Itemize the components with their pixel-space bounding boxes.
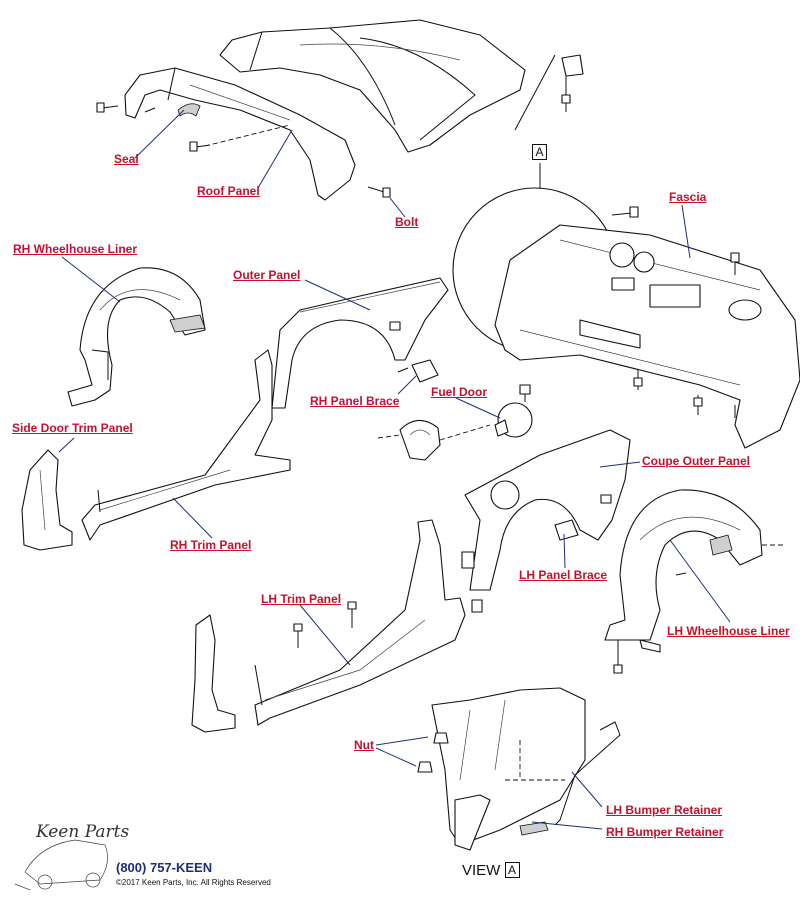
label-coupe-outer-panel[interactable]: Coupe Outer Panel [642, 454, 751, 468]
label-rh-wheelhouse-liner[interactable]: RH Wheelhouse Liner [13, 242, 138, 256]
label-lh-bumper-retainer[interactable]: LH Bumper Retainer [606, 803, 723, 817]
label-outer-panel[interactable]: Outer Panel [233, 268, 301, 282]
fuel-door-drawing [377, 384, 533, 461]
rh-panel-brace-drawing [397, 359, 439, 383]
label-rh-trim-panel[interactable]: RH Trim Panel [170, 538, 252, 552]
label-fascia[interactable]: Fascia [669, 190, 707, 204]
fascia-drawing [494, 224, 800, 449]
label-bolt[interactable]: Bolt [395, 215, 419, 229]
label-roof-panel[interactable]: Roof Panel [197, 184, 260, 198]
label-rh-panel-brace[interactable]: RH Panel Brace [310, 394, 400, 408]
label-side-door-trim-panel[interactable]: Side Door Trim Panel [12, 421, 133, 435]
side-door-trim-panel-drawing [21, 449, 73, 551]
label-nut[interactable]: Nut [354, 738, 374, 752]
rh-wheelhouse-liner-drawing [67, 267, 206, 407]
lh-panel-brace-drawing [554, 519, 579, 541]
roof-bolts-drawing [96, 102, 391, 198]
fascia-fasteners-drawing [611, 206, 740, 418]
copyright-text: ©2017 Keen Parts, Inc. All Rights Reserv… [116, 878, 271, 887]
label-lh-trim-panel[interactable]: LH Trim Panel [261, 592, 342, 606]
label-seal[interactable]: Seal [114, 152, 139, 166]
detail-a-marker: A [532, 144, 547, 160]
lh-wheelhouse-liner-drawing [604, 489, 785, 674]
coupe-outer-panel-drawing [464, 429, 631, 591]
roof-latch-drawing [514, 54, 584, 131]
keen-parts-logo: Keen Parts [36, 822, 130, 842]
logo-car-sketch [14, 839, 108, 891]
seal-drawing [177, 103, 201, 117]
label-fuel-door[interactable]: Fuel Door [431, 385, 487, 399]
label-lh-panel-brace[interactable]: LH Panel Brace [519, 568, 608, 582]
rh-trim-panel-drawing [81, 349, 291, 541]
rh-outer-panel-drawing [271, 277, 449, 409]
phone-number[interactable]: (800) 757-KEEN [116, 860, 213, 875]
lh-trim-panel-drawing [254, 519, 466, 726]
view-text: VIEW [462, 862, 501, 879]
view-a-caption: VIEW A [462, 862, 520, 879]
label-lh-wheelhouse-liner[interactable]: LH Wheelhouse Liner [667, 624, 790, 638]
label-rh-bumper-retainer[interactable]: RH Bumper Retainer [606, 825, 724, 839]
lh-side-door-trim-panel-drawing [191, 614, 236, 733]
small-blocks-drawing [461, 551, 483, 613]
view-a-detail-drawing [417, 687, 621, 851]
view-a-letter: A [504, 862, 520, 879]
roof-panel-drawing [219, 19, 526, 153]
leader-lines [58, 109, 731, 830]
roof-front-header-drawing [124, 67, 356, 201]
